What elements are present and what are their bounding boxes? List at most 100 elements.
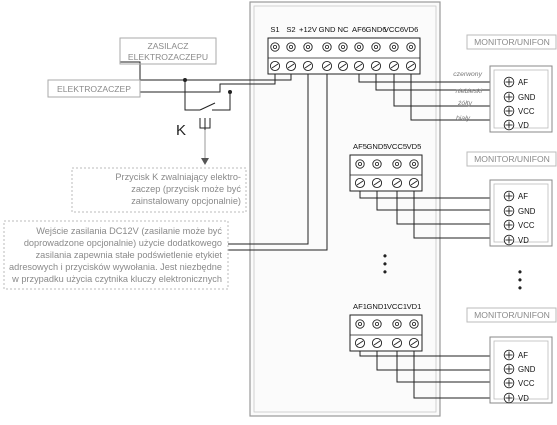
main-screw-3: [302, 42, 314, 72]
monitor-pin-vd: VD: [503, 392, 529, 404]
svg-text:•: •: [383, 249, 387, 263]
button-note-line1: Przycisk K zwalniający elektro-: [115, 172, 241, 182]
monitor-pin-gnd: GND: [503, 205, 536, 217]
power-note-line2: doprowadzone opcjonalnie) użycie dodatko…: [24, 238, 222, 248]
main-screw-8: [388, 42, 400, 72]
svg-text:AF: AF: [518, 351, 528, 360]
monitor-title: MONITOR/UNIFON: [474, 154, 550, 164]
monitor-outer-box: [489, 336, 553, 404]
svg-text:GND: GND: [518, 93, 536, 102]
power-note-line1: Wejście zasilania DC12V (zasilanie może …: [36, 226, 222, 236]
monitor-pin-vd: VD: [503, 234, 529, 246]
main-screw-6: [353, 42, 365, 72]
button-k-label: K: [176, 122, 186, 139]
svg-text:•: •: [383, 265, 387, 279]
terminal-label-s2: S2: [286, 25, 295, 34]
terminal-label-vd1: VD1: [407, 302, 422, 311]
monitor-pin-af: AF: [503, 76, 528, 88]
power-input-wiring: [228, 74, 328, 251]
group5-screw-4: [408, 159, 420, 189]
monitor-title: MONITOR/UNIFON: [474, 37, 550, 47]
terminal-label-gnd: GND: [319, 25, 336, 34]
group1-screw-4: [408, 319, 420, 349]
main-screw-1: [269, 42, 281, 72]
svg-text:GND: GND: [518, 207, 536, 216]
monitors: MONITOR/UNIFON AF GND VCC VD MONITOR/UNIFON AF…: [466, 34, 557, 404]
power-supply-label: ZASILACZ ELEKTROZACZEPU: [119, 37, 217, 65]
monitor-wiring-5: [359, 191, 503, 239]
monitor-pin-vd: VD: [503, 119, 529, 131]
main-screw-2: [285, 42, 297, 72]
svg-text:•: •: [518, 281, 522, 295]
power-supply-label-line1: ZASILACZ: [147, 41, 188, 51]
svg-text:•: •: [518, 273, 522, 287]
monitor-title: MONITOR/UNIFON: [474, 310, 550, 320]
door-strike-label: ELEKTROZACZEP: [47, 79, 141, 98]
group5-terminal: AF5 GND5 VCC5 VD5: [349, 142, 423, 192]
door-strike-box: [47, 79, 141, 98]
main-terminal-block: [267, 37, 421, 75]
monitor-wiring-1: [359, 351, 503, 399]
svg-text:GND: GND: [518, 365, 536, 374]
power-note-box: [3, 220, 229, 290]
svg-text:•: •: [383, 257, 387, 271]
main-screw-5: [337, 42, 349, 72]
monitor-2: MONITOR/UNIFON AF GND VCC VD: [466, 151, 557, 247]
svg-text:VD: VD: [518, 236, 529, 245]
main-terminal-labels: S1 S2 +12V GND NC AF6 GND6 VCC6 VD6: [270, 25, 418, 34]
power-note-line4: adresowych i przycisków wywołania. Jest …: [9, 262, 222, 272]
monitor-pin-gnd: GND: [503, 363, 536, 375]
group1-screw-1: [354, 319, 366, 349]
svg-text:VD: VD: [518, 121, 529, 130]
svg-text:VCC: VCC: [518, 107, 535, 116]
power-note-line5: w przypadku użycia czytnika kluczy elekt…: [11, 274, 222, 284]
continuation-dots: • • • • • •: [383, 249, 522, 295]
monitor-1: MONITOR/UNIFON AF GND VCC VD: [466, 34, 557, 133]
power-supply-label-line2: ELEKTROZACZEPU: [128, 52, 208, 62]
terminal-label-s1: S1: [270, 25, 279, 34]
terminal-label-nc: NC: [338, 25, 349, 34]
terminal-label-vcc1: VCC1: [387, 302, 407, 311]
wire-color-labels: czerwony niebieski żółty biały: [453, 71, 482, 122]
terminal-label-vd6: VD6: [404, 25, 419, 34]
terminal-label-gnd6: GND6: [365, 25, 386, 34]
monitor-pin-vcc: VCC: [503, 105, 535, 117]
group5-screw-3: [391, 159, 403, 189]
group1-screw-2: [371, 319, 383, 349]
monitor-pin-vcc: VCC: [503, 377, 535, 389]
strike-wiring: [120, 61, 292, 165]
svg-text:AF: AF: [518, 192, 528, 201]
monitor-outer-box: [489, 179, 553, 247]
power-supply-box: [119, 37, 217, 65]
wire-label-white: biały: [456, 115, 471, 122]
power-note-line3: zasilania zapewnia stałe podświetlenie e…: [36, 250, 223, 260]
monitor-3: MONITOR/UNIFON AF GND VCC VD: [466, 307, 557, 404]
monitor-pin-vcc: VCC: [503, 219, 535, 231]
monitor-pin-gnd: GND: [503, 91, 536, 103]
wire-label-blue: niebieski: [456, 88, 483, 95]
svg-text:VCC: VCC: [518, 221, 535, 230]
group1-terminal: AF1 GND1 VCC1 VD1: [349, 302, 423, 352]
group1-screw-3: [391, 319, 403, 349]
monitor-outer-box: [489, 65, 553, 133]
terminal-label-vd5: VD5: [407, 142, 422, 151]
main-screw-4: [321, 42, 333, 72]
button-note: Przycisk K zwalniający elektro- zaczep (…: [71, 167, 247, 213]
terminal-label-af1: AF1: [353, 302, 367, 311]
power-note: Wejście zasilania DC12V (zasilanie może …: [3, 220, 229, 290]
terminal-label-vcc6: VCC6: [384, 25, 404, 34]
main-screw-9: [405, 42, 417, 72]
terminal-label-gnd5: GND5: [366, 142, 387, 151]
button-note-line3: zainstalowany opcjonalnie): [131, 196, 241, 206]
button-note-line2: zaczep (przycisk może być: [131, 184, 241, 194]
group5-screw-2: [371, 159, 383, 189]
monitor-pin-af: AF: [503, 190, 528, 202]
monitor-pin-af: AF: [503, 349, 528, 361]
terminal-label-12v: +12V: [299, 25, 318, 34]
panel-inner-border: [253, 5, 437, 413]
wire-label-yellow: żółty: [457, 100, 473, 107]
terminal-label-af5: AF5: [353, 142, 367, 151]
button-note-box: [71, 167, 247, 213]
wire-label-red: czerwony: [453, 71, 482, 78]
